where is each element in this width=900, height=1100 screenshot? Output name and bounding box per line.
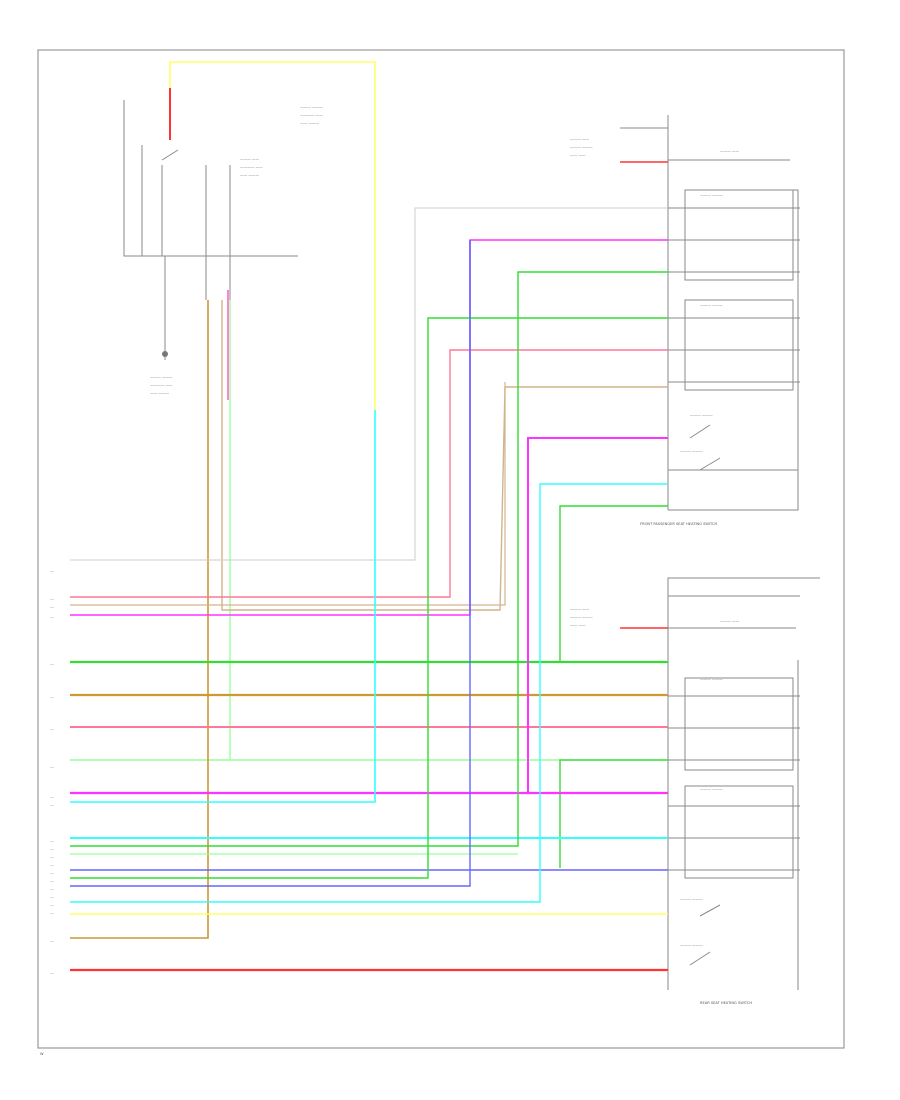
- svg-text:—: —: [50, 863, 54, 867]
- svg-text:—: —: [50, 803, 54, 807]
- svg-text:—: —: [50, 847, 54, 851]
- svg-text:——— ———: ——— ———: [700, 193, 723, 197]
- svg-text:—: —: [50, 605, 54, 609]
- wire-tan-2: [70, 382, 506, 606]
- wire-magenta-bus: [70, 239, 668, 616]
- svg-text:—— ———: —— ———: [240, 173, 260, 177]
- svg-text:—— ——: —— ——: [570, 623, 586, 627]
- svg-text:—: —: [50, 795, 54, 799]
- wire-magenta-up: [527, 437, 668, 793]
- rear-seat-connector-label: REAR SEAT HEATING SWITCH: [700, 1001, 752, 1005]
- svg-text:——— ———: ——— ———: [700, 677, 723, 681]
- svg-text:—: —: [50, 855, 54, 859]
- svg-text:—: —: [50, 839, 54, 843]
- diagram-id-label: W: [40, 1052, 44, 1056]
- svg-text:—: —: [50, 939, 54, 943]
- wire-lightred: [70, 349, 668, 598]
- svg-text:——— ———: ——— ———: [150, 375, 173, 379]
- front-passenger-connector-label: FRONT PASSENGER SEAT HEATING SWITCH: [640, 522, 718, 526]
- svg-text:———— ——: ———— ——: [300, 113, 323, 117]
- svg-text:———— ——: ———— ——: [240, 165, 263, 169]
- front-passenger-switch-block: ——— —— ——— ——— —— —— ——— —— ——— ——— ——— …: [570, 115, 800, 511]
- svg-text:——— ———: ——— ———: [680, 897, 703, 901]
- wire-green-right: [559, 759, 668, 868]
- rear-seat-switch-block: ——— —— ——— ——— —— —— ——— —— ——— ——— ——— …: [570, 577, 820, 990]
- svg-text:—: —: [50, 903, 54, 907]
- top-left-switch-block: ——— —— ———— —— —— ——— ——— ——— ———— —— ——…: [123, 100, 323, 395]
- wire-white: [70, 207, 668, 561]
- svg-text:—: —: [50, 971, 54, 975]
- wire-brown-long: [70, 300, 209, 939]
- svg-text:—: —: [50, 895, 54, 899]
- svg-text:—: —: [50, 727, 54, 731]
- wire-cyan-bus: [70, 410, 376, 803]
- wire-cyan-up: [70, 483, 668, 903]
- svg-text:——— ——: ——— ——: [570, 137, 590, 141]
- svg-text:——— ——: ——— ——: [570, 607, 590, 611]
- wire-green-up-3: [559, 505, 668, 662]
- svg-text:——— ———: ——— ———: [690, 413, 713, 417]
- wire-yellow-loop: [169, 61, 376, 410]
- diagram-frame: [37, 49, 845, 1049]
- svg-text:—— ———: —— ———: [150, 391, 170, 395]
- svg-text:—: —: [50, 615, 54, 619]
- svg-text:—: —: [50, 871, 54, 875]
- left-pin-labels: — — — — — — — — — — — — — — — — — — — — …: [50, 569, 54, 975]
- svg-text:—: —: [50, 662, 54, 666]
- svg-text:——— ———: ——— ———: [700, 787, 723, 791]
- svg-text:—: —: [50, 911, 54, 915]
- svg-text:——— ——: ——— ——: [720, 619, 740, 623]
- svg-text:——— ——: ——— ——: [240, 157, 260, 161]
- svg-text:——— ——: ——— ——: [720, 149, 740, 153]
- svg-text:—: —: [50, 695, 54, 699]
- svg-text:—: —: [50, 887, 54, 891]
- svg-text:———— ——: ———— ——: [150, 383, 173, 387]
- wire-tan: [221, 300, 668, 611]
- wire-green-up-2: [70, 317, 668, 879]
- svg-text:—: —: [50, 765, 54, 769]
- svg-text:——— ———: ——— ———: [570, 145, 593, 149]
- svg-text:——— ———: ——— ———: [300, 105, 323, 109]
- wire-green-up: [70, 271, 668, 847]
- svg-text:—: —: [50, 569, 54, 573]
- ground-terminal: [162, 351, 168, 357]
- svg-text:——— ———: ——— ———: [680, 449, 703, 453]
- svg-text:——— ———: ——— ———: [570, 615, 593, 619]
- svg-text:—: —: [50, 597, 54, 601]
- wire-lightgreen-left: [70, 300, 231, 761]
- wire-blue-up-2: [70, 240, 471, 887]
- svg-text:—: —: [50, 879, 54, 883]
- svg-text:——— ———: ——— ———: [680, 943, 703, 947]
- svg-text:——— ———: ——— ———: [700, 303, 723, 307]
- svg-text:—— ——: —— ——: [570, 153, 586, 157]
- svg-text:—— ———: —— ———: [300, 121, 320, 125]
